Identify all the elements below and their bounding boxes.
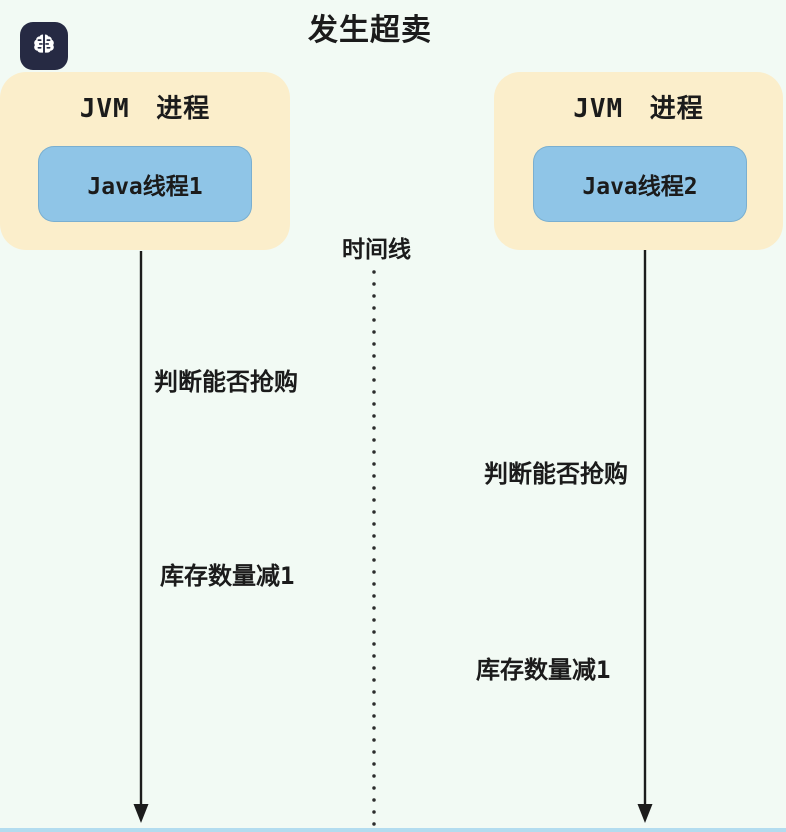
- brain-icon: [30, 30, 58, 62]
- java-thread-label: Java线程1: [87, 174, 203, 200]
- jvm-process-box-2: JVM 进程 Java线程2: [494, 72, 783, 250]
- timeline-label: 时间线: [342, 237, 411, 263]
- right-lifeline-arrow: [637, 249, 653, 823]
- java-thread-box-1: Java线程1: [38, 146, 252, 222]
- java-thread-box-2: Java线程2: [533, 146, 747, 222]
- java-thread-label: Java线程2: [582, 174, 698, 200]
- left-lifeline-arrow: [133, 251, 149, 823]
- jvm-process-title: JVM 进程: [79, 94, 211, 124]
- app-badge: [20, 22, 68, 70]
- jvm-process-title: JVM 进程: [573, 94, 704, 124]
- step-label-decrement-left: 库存数量减1: [160, 562, 295, 590]
- step-label-check-left: 判断能否抢购: [154, 368, 298, 396]
- page-title: 发生超卖: [308, 13, 432, 48]
- step-label-check-right: 判断能否抢购: [484, 460, 628, 488]
- timeline-dotted-line: [372, 266, 376, 829]
- step-label-decrement-right: 库存数量减1: [476, 656, 611, 684]
- bottom-edge-bar: [0, 828, 786, 832]
- jvm-process-box-1: JVM 进程 Java线程1: [0, 72, 290, 250]
